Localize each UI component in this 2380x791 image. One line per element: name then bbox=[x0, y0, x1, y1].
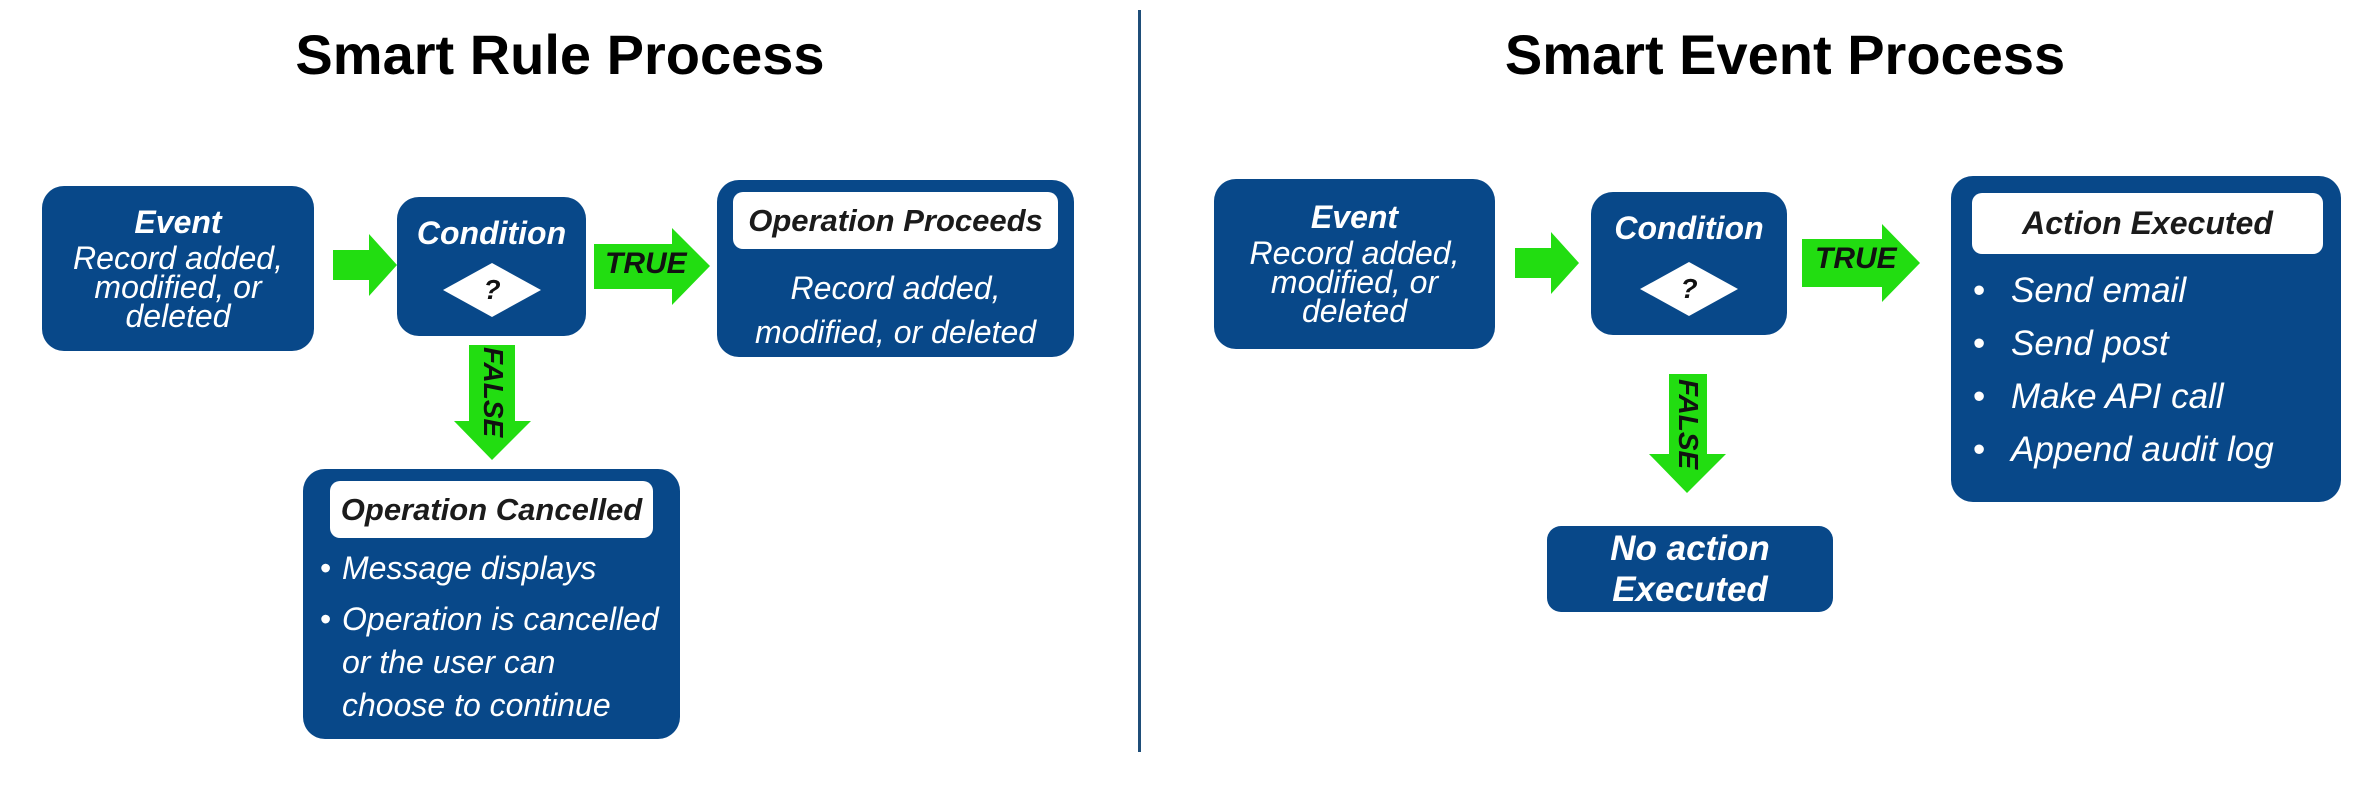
list-item-text: choose to continue bbox=[342, 687, 611, 723]
list-item: • Make API call bbox=[1973, 370, 2323, 423]
section-divider bbox=[1138, 10, 1141, 752]
rule-event-line: Record added, bbox=[73, 240, 283, 276]
rule-event-line: modified, or bbox=[94, 269, 262, 305]
list-item: • Send email bbox=[1973, 264, 2323, 317]
event-true-label: TRUE bbox=[1815, 242, 1897, 275]
rule-proceeds-heading: Operation Proceeds bbox=[733, 192, 1058, 249]
rule-false-label: FALSE bbox=[478, 347, 509, 438]
event-condition-symbol: ? bbox=[1680, 273, 1697, 304]
event-event-box: Event Record added, modified, or deleted bbox=[1214, 179, 1495, 349]
list-item-text: Message displays bbox=[342, 550, 597, 586]
rule-proceeds-line: modified, or deleted bbox=[754, 314, 1037, 350]
event-condition-box: Condition ? bbox=[1591, 192, 1787, 335]
event-no-action-box: No action Executed bbox=[1547, 526, 1833, 612]
rule-arrow-true bbox=[594, 228, 710, 305]
rule-event-box: Event Record added, modified, or deleted bbox=[42, 186, 314, 351]
list-item: • Send post bbox=[1973, 317, 2323, 370]
rule-true-label: TRUE bbox=[605, 247, 687, 280]
event-condition-heading: Condition bbox=[1614, 210, 1764, 246]
list-item-text: Send email bbox=[2011, 271, 2187, 310]
list-item-text: Append audit log bbox=[2011, 430, 2274, 469]
list-item: • Append audit log bbox=[1973, 423, 2323, 476]
smart-rule-title: Smart Rule Process bbox=[295, 23, 825, 86]
decision-diamond-icon: ? bbox=[1640, 262, 1738, 316]
event-arrow-true bbox=[1802, 224, 1920, 302]
bullet-icon: • bbox=[320, 550, 332, 586]
list-item-text: Make API call bbox=[2011, 377, 2224, 416]
rule-proceeds-line: Record added, bbox=[790, 270, 1001, 306]
rule-event-line: deleted bbox=[125, 298, 231, 334]
list-item-text: Operation is cancelled bbox=[342, 601, 659, 637]
event-arrow-false bbox=[1649, 374, 1726, 493]
rule-condition-box: Condition ? bbox=[397, 197, 586, 336]
bullet-icon: • bbox=[1973, 271, 1986, 310]
event-event-line: modified, or bbox=[1270, 264, 1439, 300]
list-item: • Message displays bbox=[320, 547, 670, 590]
rule-cancelled-heading: Operation Cancelled bbox=[330, 481, 653, 538]
rule-cancelled-list: • Message displays • Operation is cancel… bbox=[320, 547, 670, 727]
list-item: • Operation is cancelled or the user can… bbox=[320, 598, 670, 727]
rule-arrow-false bbox=[454, 345, 531, 460]
event-arrow-event-to-condition bbox=[1515, 232, 1579, 294]
no-action-line: No action bbox=[1610, 529, 1770, 568]
rule-arrow-event-to-condition bbox=[333, 234, 397, 296]
event-executed-box: Action Executed • Send email • Send post… bbox=[1951, 176, 2341, 502]
event-event-line: deleted bbox=[1302, 293, 1407, 329]
event-executed-list: • Send email • Send post • Make API call… bbox=[1973, 264, 2323, 476]
no-action-line: Executed bbox=[1612, 570, 1768, 609]
bullet-icon: • bbox=[320, 601, 332, 637]
rule-proceeds-box: Operation Proceeds Record added, modifie… bbox=[717, 180, 1074, 357]
smart-event-title: Smart Event Process bbox=[1504, 23, 2066, 86]
rule-condition-heading: Condition bbox=[416, 215, 567, 251]
list-item-text: Send post bbox=[2011, 324, 2169, 363]
decision-diamond-icon: ? bbox=[443, 263, 541, 317]
event-executed-heading: Action Executed bbox=[1972, 193, 2323, 254]
rule-event-heading: Event bbox=[134, 204, 222, 240]
event-event-heading: Event bbox=[1310, 199, 1399, 235]
bullet-icon: • bbox=[1973, 324, 1986, 363]
rule-cancelled-box: Operation Cancelled • Message displays •… bbox=[303, 469, 680, 739]
event-false-label: FALSE bbox=[1673, 379, 1704, 470]
list-item-text: or the user can bbox=[342, 644, 556, 680]
bullet-icon: • bbox=[1973, 430, 1986, 469]
rule-condition-symbol: ? bbox=[483, 274, 500, 305]
bullet-icon: • bbox=[1973, 377, 1986, 416]
event-event-line: Record added, bbox=[1249, 235, 1460, 271]
